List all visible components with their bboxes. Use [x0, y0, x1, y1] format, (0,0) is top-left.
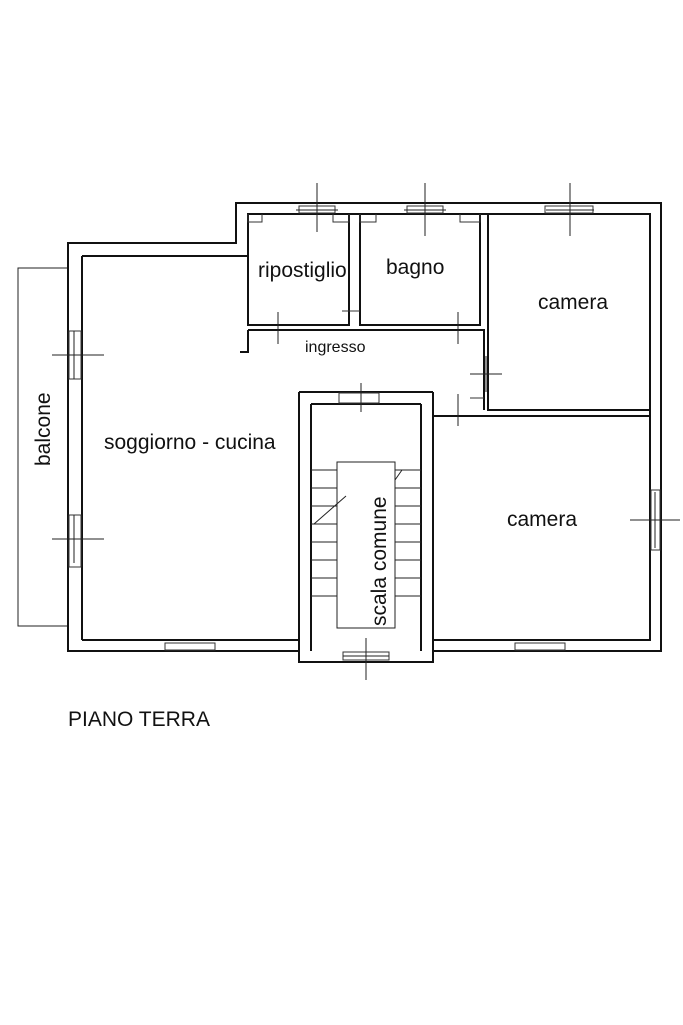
room-label-soggiorno-cucina: soggiorno - cucina [104, 431, 276, 454]
stair-treads [311, 462, 421, 628]
room-label-ripostiglio: ripostiglio [258, 259, 347, 282]
door-marks [247, 214, 484, 399]
room-label-ingresso: ingresso [305, 339, 366, 356]
bagno-walls [359, 214, 481, 326]
room-label-balcone: balcone [32, 392, 55, 466]
ingresso-walls [240, 329, 485, 410]
crosshair-markers [52, 183, 680, 680]
camera-top-walls [487, 214, 650, 411]
room-label-scala-comune: scala comune [368, 496, 391, 626]
room-label-bagno: bagno [386, 256, 444, 279]
exterior-wall-inner [82, 213, 651, 641]
ripostiglio-walls [247, 214, 350, 326]
room-label-camera-top: camera [538, 291, 608, 314]
stair-core-walls [298, 391, 434, 662]
room-label-camera-bottom: camera [507, 508, 577, 531]
floor-caption: PIANO TERRA [68, 708, 210, 731]
